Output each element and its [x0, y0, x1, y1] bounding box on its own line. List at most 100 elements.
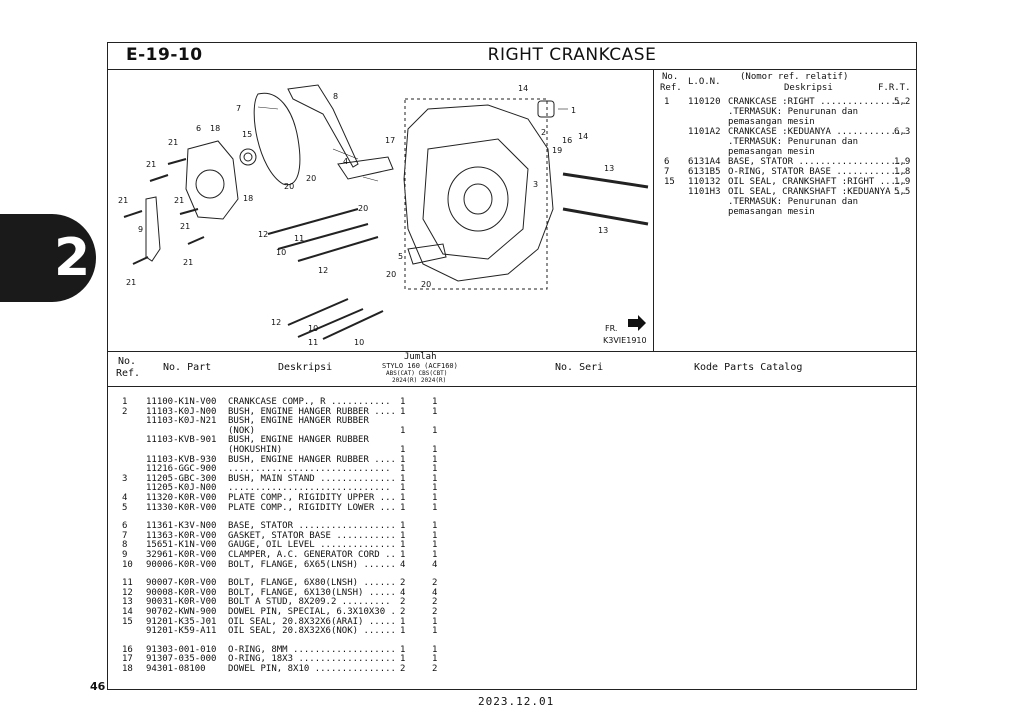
part-part: 94301-08100: [146, 664, 206, 674]
ref-lon: 110132: [688, 177, 721, 187]
svg-text:6: 6: [196, 124, 201, 133]
part-q1: 1: [400, 406, 406, 417]
ref-no: 15: [664, 177, 675, 187]
col-catalog: Kode Parts Catalog: [694, 362, 803, 373]
part-q1: 1: [400, 397, 406, 407]
ref-row: .TERMASUK: Penurunan dan: [654, 107, 916, 117]
part-ref: 8: [122, 540, 128, 551]
part-desc: OIL SEAL, 20.8X32X6(ARAI) .....: [228, 616, 396, 627]
page-header: E-19-10 RIGHT CRANKCASE: [108, 43, 916, 70]
part-q2: 2: [432, 597, 438, 608]
svg-text:21: 21: [174, 196, 184, 205]
ref-row: pemasangan mesin: [654, 147, 916, 157]
part-desc: BOLT, FLANGE, 6X80(LNSH) ......: [228, 578, 396, 589]
svg-text:1: 1: [571, 106, 576, 115]
ref-lon: 6131B5: [688, 167, 721, 177]
stator-oring: [253, 92, 301, 186]
ref-frt: 1,9: [894, 177, 911, 187]
part-ref: 12: [122, 587, 133, 598]
part-ref: 13: [122, 597, 133, 608]
ref-head-lon: L.O.N.: [688, 77, 721, 87]
ref-no: 6: [664, 157, 670, 167]
svg-text:11: 11: [294, 234, 304, 243]
part-q2: 1: [432, 626, 438, 637]
part-q1: 1: [400, 493, 406, 503]
page-title: RIGHT CRANKCASE: [487, 45, 657, 65]
svg-text:2: 2: [541, 128, 546, 137]
part-ref: 11: [122, 578, 133, 589]
ref-frt: 5,5: [894, 187, 911, 197]
part-ref: 17: [122, 654, 133, 665]
part-part: 11103-K0J-N21: [146, 416, 217, 427]
part-part: 11361-K3V-N00: [146, 521, 217, 532]
page-frame: E-19-10 RIGHT CRANKCASE: [107, 42, 917, 690]
part-q2: 1: [432, 521, 438, 532]
ref-frt: 5,2: [894, 97, 911, 107]
part-q2: 1: [432, 464, 438, 475]
ref-frt: 1,8: [894, 167, 911, 177]
part-ref: 16: [122, 644, 133, 655]
rigidity-plate-upper: [337, 156, 394, 180]
part-q1: 1: [400, 521, 406, 532]
bush: [537, 100, 555, 118]
part-desc: PLATE COMP., RIGIDITY LOWER ...: [228, 502, 396, 513]
part-q1: 1: [400, 445, 406, 455]
svg-text:21: 21: [180, 222, 190, 231]
ref-head-desc2: Deskripsi: [784, 83, 833, 93]
crankcase-inner: [422, 138, 529, 260]
part-q1: 1: [400, 616, 406, 627]
part-part: 90006-K0R-V00: [146, 559, 217, 570]
ref-no: 1: [664, 97, 670, 107]
svg-text:19: 19: [552, 146, 562, 155]
part-q2: 1: [432, 397, 438, 407]
part-part: 90702-KWN-900: [146, 607, 217, 617]
part-q2: 2: [432, 607, 438, 617]
col-no: No.: [118, 356, 137, 367]
part-desc: GAUGE, OIL LEVEL ..............: [228, 540, 396, 551]
svg-text:15: 15: [242, 130, 252, 139]
part-desc: ..............................: [228, 483, 391, 494]
ref-desc: O-RING, STATOR BASE .............: [728, 167, 907, 177]
svg-text:18: 18: [210, 124, 220, 133]
part-q1: 1: [400, 654, 406, 665]
part-part: 11363-K0R-V00: [146, 530, 217, 541]
ref-row: 7 6131B5 O-RING, STATOR BASE .............…: [654, 167, 916, 177]
part-q2: 1: [432, 530, 438, 541]
part-ref: 5: [122, 502, 128, 513]
svg-text:11: 11: [308, 338, 318, 347]
svg-text:18: 18: [243, 194, 253, 203]
ref-lon: 1101A2: [688, 127, 721, 137]
part-part: 11216-GGC-900: [146, 464, 217, 475]
part-q2: 4: [432, 559, 438, 570]
ref-no: 7: [664, 167, 670, 177]
ref-desc: OIL SEAL, CRANKSHAFT :KEDUANYA ..: [728, 187, 907, 197]
part-q1: 2: [400, 607, 406, 617]
crankcase-hole: [463, 183, 493, 215]
stator-base-bore: [195, 169, 225, 199]
part-desc: DOWEL PIN, SPECIAL, 6.3X10X30 .: [228, 607, 396, 617]
part-part: 90007-K0R-V00: [146, 578, 217, 589]
diagram-code: K3VIE1910: [603, 336, 647, 345]
stud-upper: [562, 172, 649, 189]
part-q1: 1: [400, 540, 406, 551]
svg-text:10: 10: [308, 324, 318, 333]
part-q2: 1: [432, 493, 438, 503]
svg-text:13: 13: [604, 164, 614, 173]
part-part: 91307-035-000: [146, 654, 217, 665]
part-q1: 1: [400, 483, 406, 494]
part-part: 91201-K35-J01: [146, 616, 217, 627]
svg-text:12: 12: [271, 318, 281, 327]
part-ref: 7: [122, 530, 128, 541]
crankcase-outline: [403, 104, 554, 282]
